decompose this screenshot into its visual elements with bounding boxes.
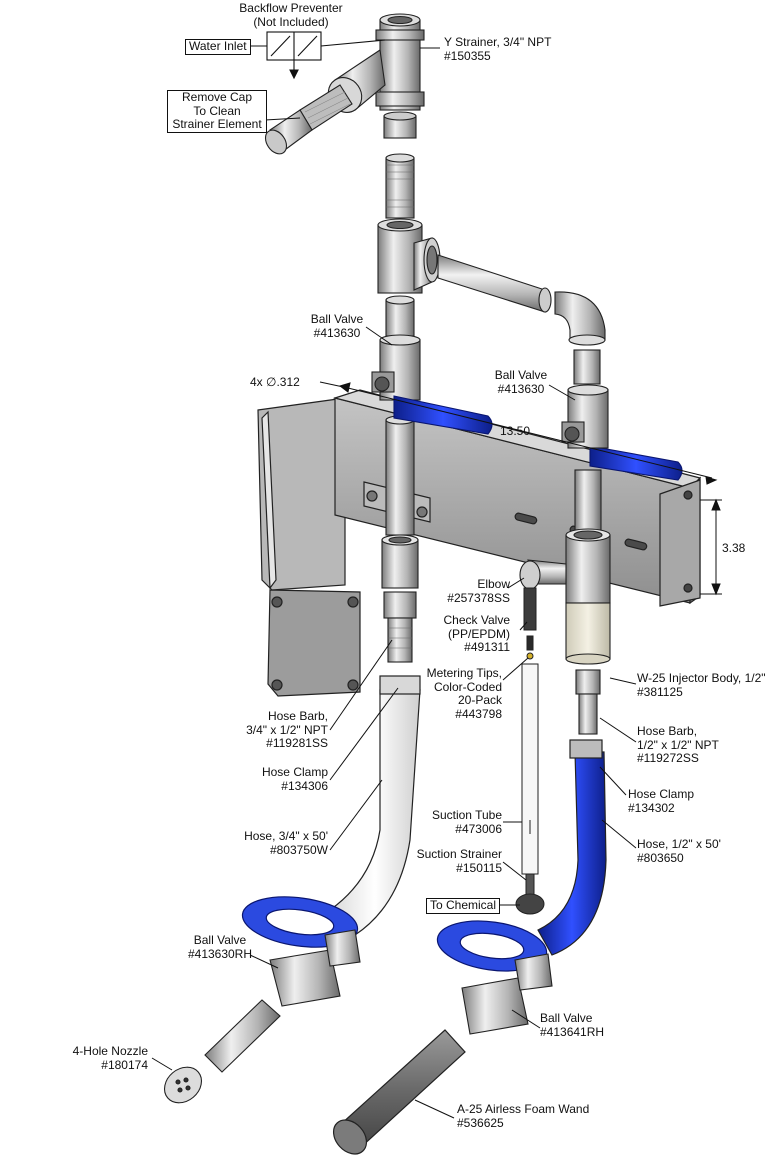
to-chemical-label: To Chemical xyxy=(426,898,501,914)
left-pipe-stack xyxy=(264,13,441,663)
right-pipe-stack xyxy=(437,254,611,735)
remove-cap-label: Remove Cap To Clean Strainer Element xyxy=(167,90,267,133)
y-strainer-label: Y Strainer, 3/4" NPT #150355 xyxy=(444,35,552,63)
hose-right-label: Hose, 1/2" x 50' #803650 xyxy=(637,837,721,865)
foam-wand xyxy=(332,1029,466,1155)
height-dimension-label: 3.38 xyxy=(722,541,746,555)
foam-wand-label: A-25 Airless Foam Wand #536625 xyxy=(457,1102,590,1130)
bottom-valve-bodies xyxy=(269,929,553,1035)
suction-strainer-label: Suction Strainer #150115 xyxy=(416,847,502,875)
ball-valve-right-top-label: Ball Valve #413630 xyxy=(494,368,548,396)
width-dimension-label: 13.50 xyxy=(500,424,531,438)
ball-valve-right-bottom-label: Ball Valve #413641RH xyxy=(540,1011,605,1039)
nozzle-assembly xyxy=(163,999,281,1104)
ball-valve-left-top-label: Ball Valve #413630 xyxy=(310,312,364,340)
elbow-label: Elbow #257378SS xyxy=(447,577,510,605)
injector-body-label: W-25 Injector Body, 1/2" #381125 xyxy=(637,671,766,699)
leader-lines xyxy=(151,47,637,1119)
water-inlet-label: Water Inlet xyxy=(185,39,251,55)
hose-left-label: Hose, 3/4" x 50' #803750W xyxy=(244,829,328,857)
ball-valve-left-bottom-label: Ball Valve #413630RH xyxy=(187,933,253,961)
nozzle-label: 4-Hole Nozzle #180174 xyxy=(72,1044,148,1072)
hose-clamp-left-label: Hose Clamp #134306 xyxy=(261,765,328,793)
hose-barb-right-label: Hose Barb, 1/2" x 1/2" NPT #119272SS xyxy=(637,724,719,765)
hole-dimension-label: 4x ∅.312 xyxy=(250,375,300,389)
backflow-symbol xyxy=(250,31,386,80)
check-valve-label: Check Valve (PP/EPDM) #491311 xyxy=(443,613,510,654)
hose-clamp-right-label: Hose Clamp #134302 xyxy=(628,787,695,815)
backflow-preventer-label: Backflow Preventer (Not Included) xyxy=(239,1,343,29)
metering-tips-label: Metering Tips, Color-Coded 20-Pack #4437… xyxy=(426,666,502,721)
hose-barb-left-label: Hose Barb, 3/4" x 1/2" NPT #119281SS xyxy=(246,709,328,750)
suction-tube-label: Suction Tube #473006 xyxy=(431,808,502,836)
chemical-line xyxy=(515,587,545,915)
hoses xyxy=(329,675,607,956)
dimension-lines xyxy=(319,381,722,596)
